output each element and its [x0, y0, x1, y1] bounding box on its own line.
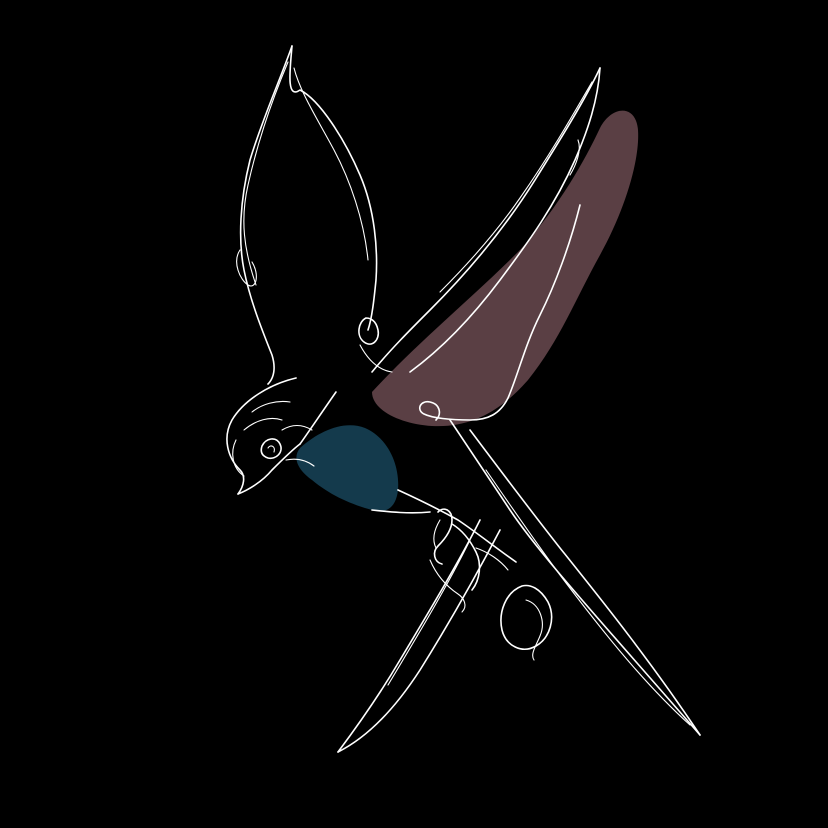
- right-wing-outline: [371, 67, 601, 421]
- left-wing-outline: [236, 45, 393, 385]
- head-outline: [226, 377, 337, 495]
- loop-outline: [500, 584, 553, 650]
- eye-outline: [260, 438, 282, 460]
- eye-pupil: [267, 445, 275, 453]
- wing-color-patch: [372, 110, 639, 427]
- loop-inner: [525, 599, 543, 661]
- feet-outline: [429, 508, 509, 613]
- breast-color-patch: [296, 425, 399, 512]
